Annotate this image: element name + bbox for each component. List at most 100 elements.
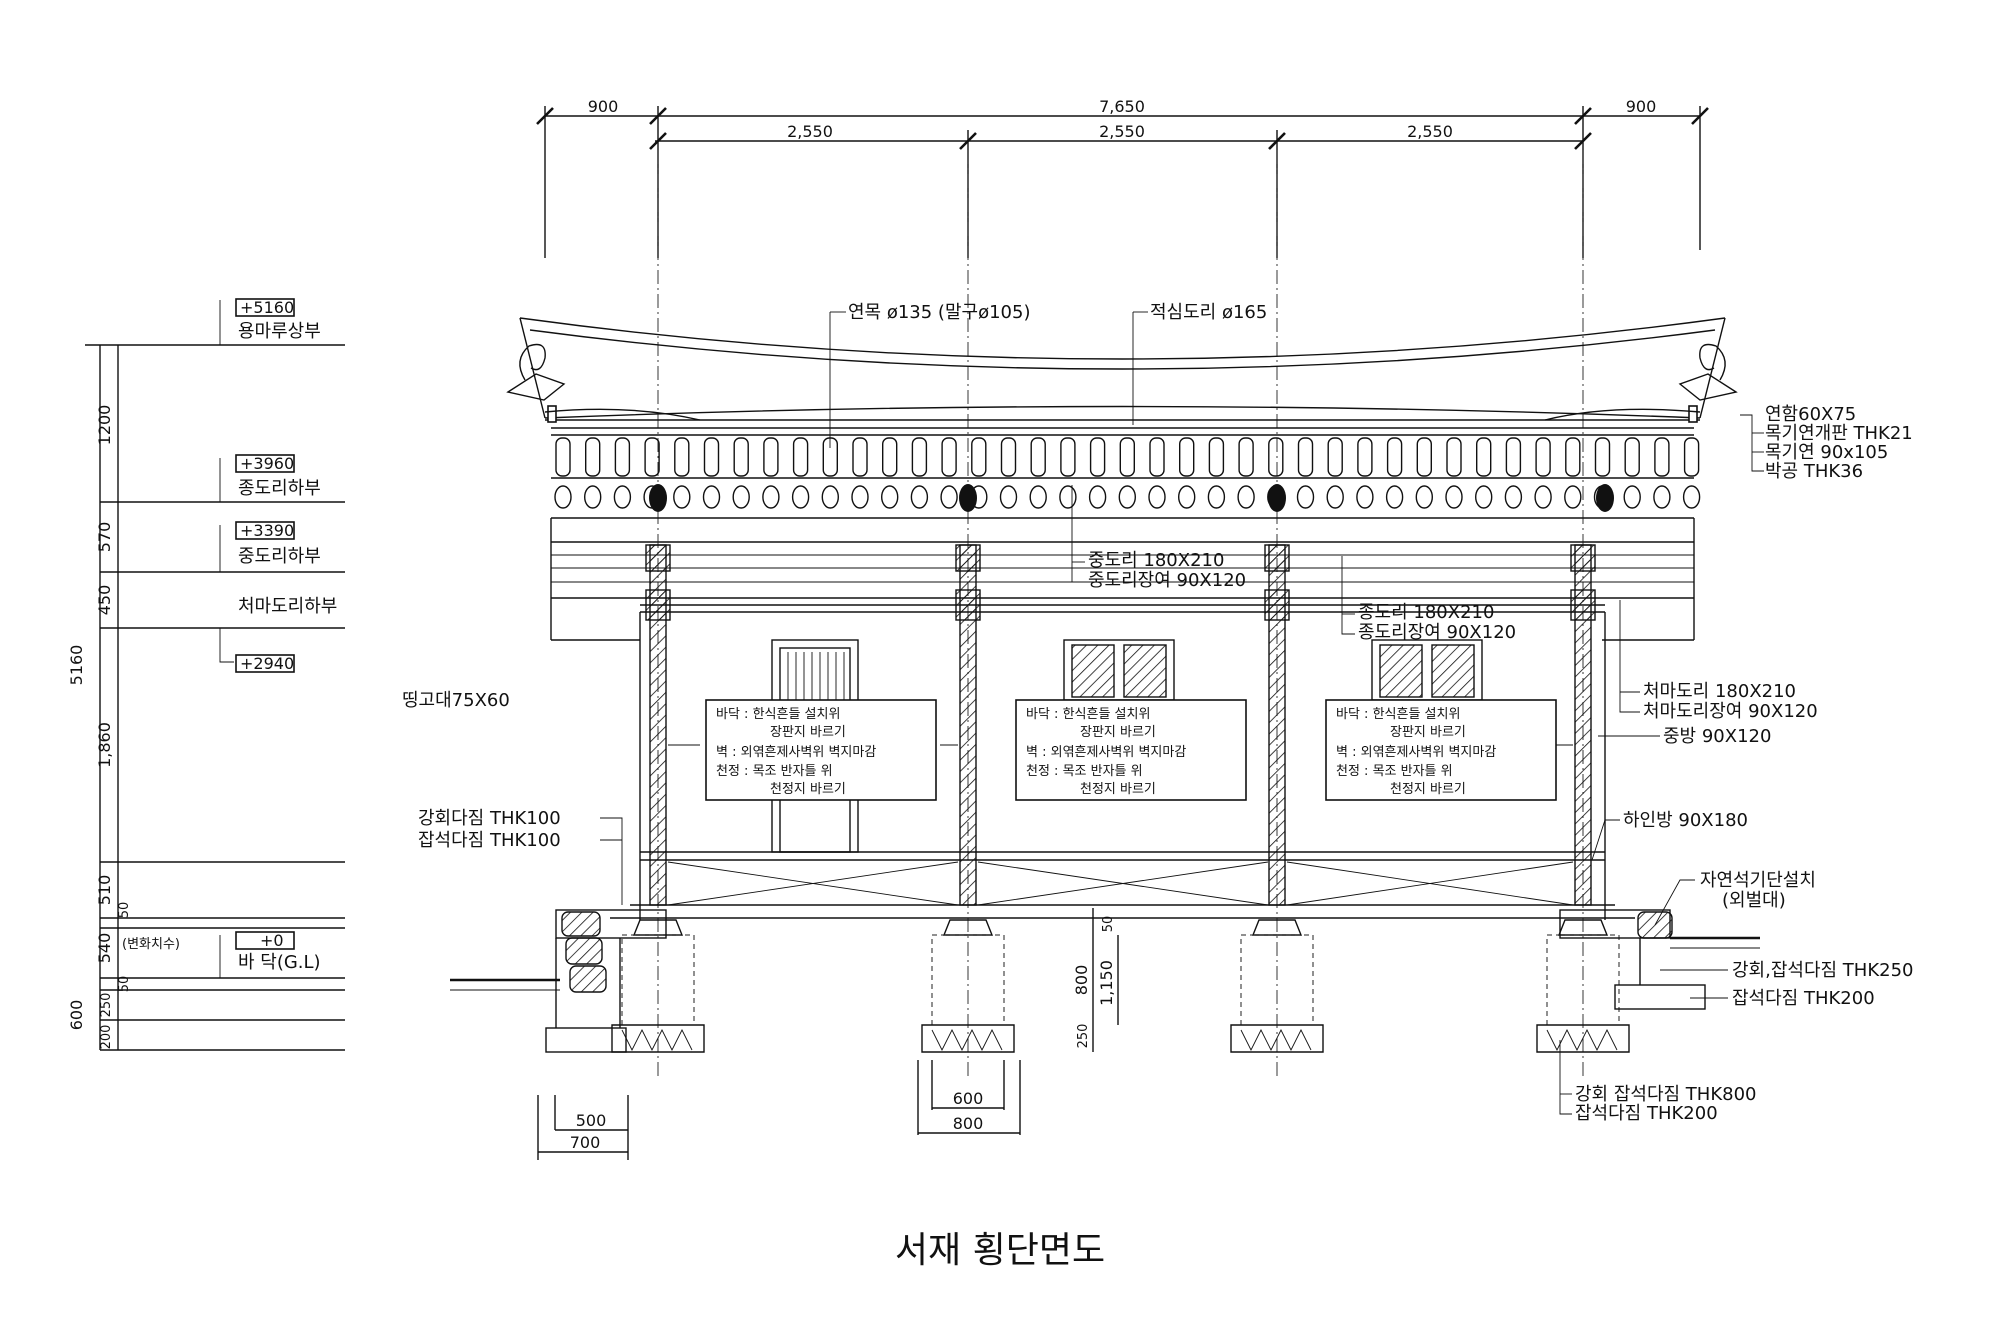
svg-text:목기연 90x105: 목기연 90x105 (1765, 442, 1888, 463)
svg-text:중도리하부: 중도리하부 (238, 546, 321, 567)
rafter-end (1654, 437, 1670, 477)
purlin-end (1415, 485, 1434, 509)
rafter-end (1089, 437, 1106, 477)
rafter-end (852, 437, 868, 477)
center-labels: 중도리 180X210 중도리장여 90X120 종도리 180X210 종도리… (1071, 485, 1516, 643)
svg-text:1,150: 1,150 (1097, 960, 1116, 1006)
purlin-end (821, 485, 839, 509)
svg-text:천정 : 목조 반자틀 위: 천정 : 목조 반자틀 위 (1336, 764, 1453, 779)
purlin-end (1682, 485, 1701, 509)
svg-text:250: 250 (1076, 1024, 1091, 1049)
rafter-end (1327, 437, 1343, 477)
svg-text:띵고대75X60: 띵고대75X60 (402, 690, 510, 711)
svg-text:바닥 : 한식흔들 설치위: 바닥 : 한식흔들 설치위 (1026, 707, 1150, 722)
purlin-end (584, 485, 602, 509)
rafter-end (1505, 437, 1522, 477)
purlin-end (1029, 485, 1047, 509)
left-labels: 띵고대75X60 강회다짐 THK100 잡석다짐 THK100 (402, 690, 623, 905)
top-dimension-chain: 900 7,650 900 2,550 2,550 2,550 (536, 97, 1709, 258)
purlin-end (1148, 485, 1166, 509)
rafter-end (763, 437, 779, 477)
room-note-box-1: 바닥 : 한식흔들 설치위 장판지 바르기 벽 : 외엮흔제사벽위 벽지마감 천… (705, 699, 937, 801)
svg-text:장판지 바르기: 장판지 바르기 (770, 725, 846, 740)
svg-text:540: 540 (95, 933, 114, 964)
purlin-end (762, 485, 780, 509)
room-note-box-2: 바닥 : 한식흔들 설치위 장판지 바르기 벽 : 외엮흔제사벽위 벽지마감 천… (1015, 699, 1247, 801)
svg-text:570: 570 (95, 522, 114, 553)
svg-text:잡석다짐 THK200: 잡석다짐 THK200 (1732, 988, 1875, 1009)
svg-text:510: 510 (95, 875, 114, 906)
svg-text:장판지 바르기: 장판지 바르기 (1080, 725, 1156, 740)
svg-text:1200: 1200 (95, 405, 114, 446)
svg-text:500: 500 (576, 1111, 607, 1130)
purlin-end (732, 485, 750, 509)
rafter-end (1357, 437, 1373, 477)
purlin-end (1088, 485, 1107, 509)
purlin-end (1296, 485, 1315, 509)
svg-text:연함60X75: 연함60X75 (1765, 404, 1856, 425)
purlin-end (1118, 485, 1137, 509)
purlin-end (1564, 485, 1582, 509)
svg-text:벽 : 외엮흔제사벽위 벽지마감: 벽 : 외엮흔제사벽위 벽지마감 (716, 745, 876, 760)
purlin-end (881, 485, 899, 509)
svg-text:800: 800 (1072, 965, 1091, 996)
purlin-end (702, 485, 721, 509)
svg-text:하인방 90X180: 하인방 90X180 (1623, 810, 1748, 831)
rafter-end (1000, 437, 1017, 477)
rafter-end (1119, 437, 1136, 477)
level-tag-0: +0 (260, 931, 284, 950)
rafter-end (1535, 437, 1551, 477)
svg-text:잡석다짐 THK100: 잡석다짐 THK100 (418, 830, 561, 851)
drawing-title: 서재 횡단면도 (895, 1230, 1105, 1271)
svg-text:바 닥(G.L): 바 닥(G.L) (238, 952, 321, 973)
svg-text:5160: 5160 (67, 645, 86, 686)
svg-text:천정지 바르기: 천정지 바르기 (1080, 782, 1156, 797)
rafter-end (1594, 437, 1611, 477)
svg-text:처마도리 180X210: 처마도리 180X210 (1643, 681, 1796, 702)
svg-text:50: 50 (117, 902, 132, 919)
rafter-end (733, 437, 749, 477)
svg-text:장판지 바르기: 장판지 바르기 (1390, 725, 1466, 740)
svg-text:50: 50 (1101, 916, 1116, 933)
rafter-label: 연목 ø135 (말구ø105) (848, 302, 1030, 323)
svg-text:벽 : 외엮흔제사벽위 벽지마감: 벽 : 외엮흔제사벽위 벽지마감 (1026, 745, 1186, 760)
rafter-end (882, 437, 898, 477)
rafter-end (792, 437, 809, 477)
purlin-end (1237, 485, 1255, 509)
svg-text:250: 250 (99, 993, 114, 1018)
rafter-end (555, 437, 571, 477)
dim-bay-1: 2,550 (787, 122, 833, 141)
columns (632, 484, 1614, 936)
level-tag-5160: +5160 (240, 298, 294, 317)
svg-text:1,860: 1,860 (95, 722, 114, 768)
rafter-end (614, 437, 631, 477)
rafter-end (1208, 437, 1225, 477)
svg-text:처마도리장여 90X120: 처마도리장여 90X120 (1643, 701, 1818, 722)
rafter-end (1624, 437, 1640, 477)
rafter-end (1149, 437, 1165, 477)
purlin-end (1385, 485, 1404, 509)
purlin-end (1445, 485, 1463, 509)
rafter-end (941, 437, 957, 477)
svg-text:용마루상부: 용마루상부 (238, 321, 321, 342)
room-note-box-3: 바닥 : 한식흔들 설치위 장판지 바르기 벽 : 외엮흔제사벽위 벽지마감 천… (1325, 699, 1557, 801)
level-tag-2940: +2940 (240, 654, 294, 673)
rafter-end (1386, 437, 1403, 477)
dim-total-span: 7,650 (1099, 97, 1145, 116)
rafter-end (1416, 437, 1433, 477)
svg-text:목기연개판 THK21: 목기연개판 THK21 (1765, 423, 1913, 444)
purlin-end (1207, 485, 1226, 509)
purlin-end (1474, 485, 1493, 509)
svg-text:강회,잡석다짐 THK250: 강회,잡석다짐 THK250 (1732, 960, 1914, 981)
svg-text:바닥 : 한식흔들 설치위: 바닥 : 한식흔들 설치위 (716, 707, 840, 722)
rafter-end (971, 437, 987, 477)
svg-text:자연석기단설치: 자연석기단설치 (1700, 870, 1816, 891)
svg-text:천정지 바르기: 천정지 바르기 (1390, 782, 1466, 797)
svg-text:200: 200 (99, 1025, 114, 1050)
svg-text:700: 700 (570, 1133, 601, 1152)
purlin-end (613, 485, 632, 509)
dim-bay-2: 2,550 (1099, 122, 1145, 141)
foundations (450, 909, 1760, 1053)
rafter-end (1238, 437, 1254, 477)
